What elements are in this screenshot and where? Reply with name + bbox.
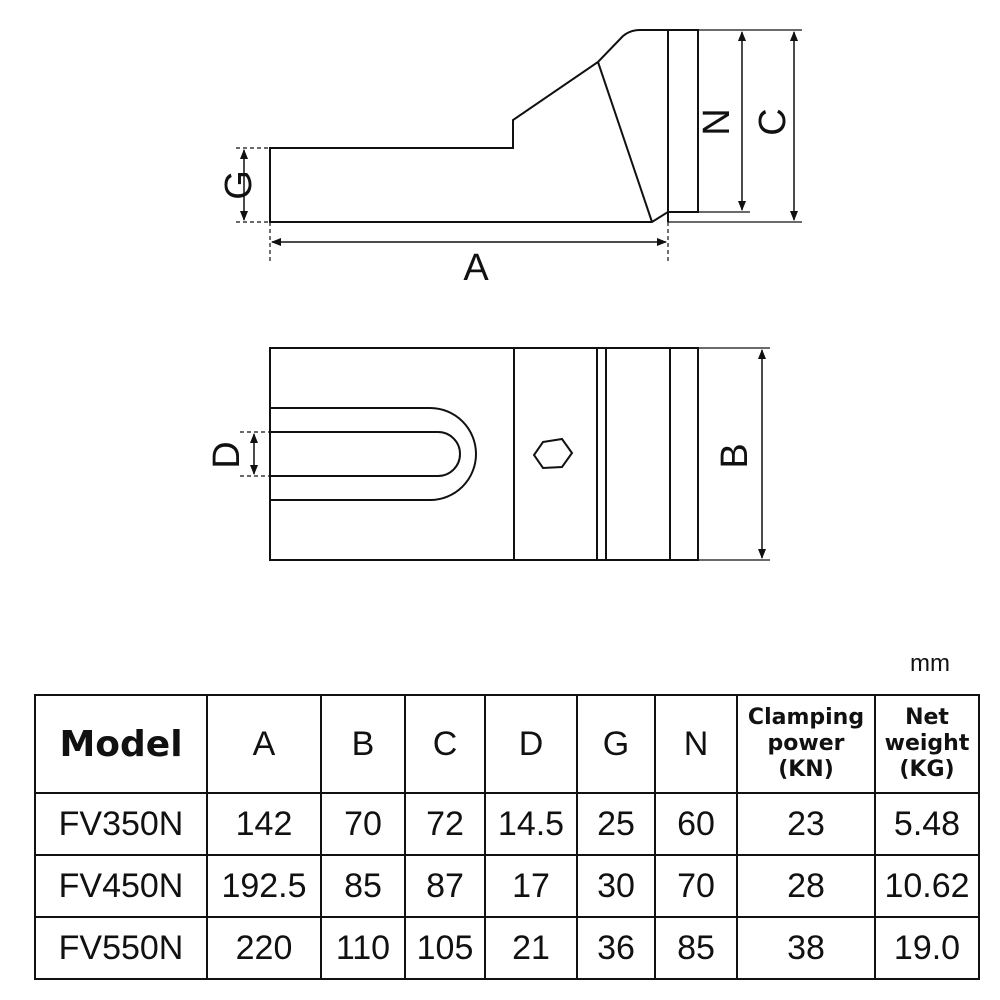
top-view-outline [269,347,699,561]
label-b: B [714,443,756,468]
technical-drawing: G A N C D B [206,29,802,561]
cell-model: FV550N [34,916,208,980]
table-row: FV550N 220 110 105 21 36 85 38 19.0 [34,916,980,980]
cell-d: 17 [484,854,578,918]
cell-a: 142 [206,792,322,856]
cell-b: 70 [320,792,406,856]
label-c: C [752,108,794,135]
header-clamping-line-2: power [767,731,845,756]
slot-inner [270,431,461,477]
header-net-weight: Net weight (KG) [874,694,980,794]
table-row: FV450N 192.5 85 87 17 30 70 28 10.62 [34,854,980,918]
side-view-slope-edge [597,61,653,223]
side-view-outline [269,29,669,223]
header-c: C [404,694,486,794]
cell-d: 21 [484,916,578,980]
label-d: D [206,441,248,468]
cell-g: 36 [576,916,656,980]
header-g: G [576,694,656,794]
cell-a: 220 [206,916,322,980]
header-weight-line-2: weight [884,731,970,756]
cell-d: 14.5 [484,792,578,856]
side-view [236,29,802,262]
header-a: A [206,694,322,794]
cell-net-weight: 5.48 [874,792,980,856]
hex-bolt-icon [532,437,574,470]
header-clamping-line-1: Clamping [747,705,865,730]
cell-model: FV450N [34,854,208,918]
label-a: A [463,247,489,289]
cell-model: FV350N [34,792,208,856]
table-row: FV350N 142 70 72 14.5 25 60 23 5.48 [34,792,980,856]
cell-g: 30 [576,854,656,918]
cell-n: 60 [654,792,738,856]
header-d: D [484,694,578,794]
header-clamping-line-3: (KN) [778,757,834,782]
cell-a: 192.5 [206,854,322,918]
header-clamping-power: Clamping power (KN) [736,694,876,794]
cell-c: 72 [404,792,486,856]
label-g: G [218,170,260,200]
cell-b: 85 [320,854,406,918]
cell-c: 105 [404,916,486,980]
cell-n: 70 [654,854,738,918]
spec-table: Model A B C D G N Clamping power (KN) Ne… [34,694,980,980]
slot-outer [270,407,477,501]
cell-clamping-power: 38 [736,916,876,980]
cell-net-weight: 10.62 [874,854,980,918]
cell-c: 87 [404,854,486,918]
table-header-row: Model A B C D G N Clamping power (KN) Ne… [34,694,980,794]
unit-label: mm [910,650,950,677]
cell-n: 85 [654,916,738,980]
cell-net-weight: 19.0 [874,916,980,980]
label-n: N [696,108,738,135]
header-model: Model [34,694,208,794]
cell-clamping-power: 23 [736,792,876,856]
cell-g: 25 [576,792,656,856]
jaw-block [667,29,699,213]
header-n: N [654,694,738,794]
top-view [240,347,770,561]
cell-b: 110 [320,916,406,980]
header-weight-line-1: Net [905,705,949,730]
cell-clamping-power: 28 [736,854,876,918]
header-b: B [320,694,406,794]
header-weight-line-3: (KG) [899,757,955,782]
